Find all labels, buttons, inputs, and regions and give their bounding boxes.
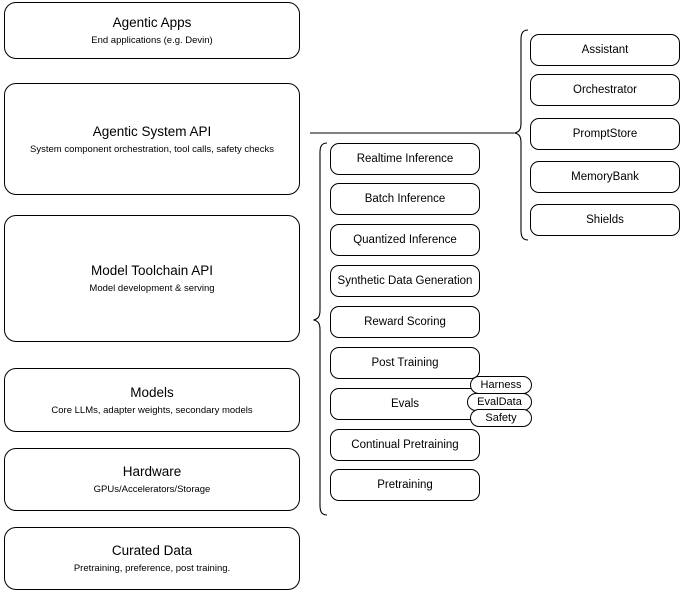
layer-title: Agentic Apps <box>112 15 192 30</box>
layer-agentic-system-api[interactable]: Agentic System API System component orch… <box>4 83 300 195</box>
capability-reward-scoring[interactable]: Reward Scoring <box>330 306 480 338</box>
layer-subtitle: Pretraining, preference, post training. <box>73 563 231 574</box>
system-components-brace <box>514 29 529 241</box>
system-component-memorybank[interactable]: MemoryBank <box>530 161 680 193</box>
layer-agentic-apps[interactable]: Agentic Apps End applications (e.g. Devi… <box>4 2 300 59</box>
capability-continual-pretraining[interactable]: Continual Pretraining <box>330 429 480 461</box>
layer-title: Curated Data <box>111 543 193 558</box>
layer-model-toolchain-api[interactable]: Model Toolchain API Model development & … <box>4 215 300 342</box>
capability-pretraining[interactable]: Pretraining <box>330 469 480 501</box>
capability-realtime-inference[interactable]: Realtime Inference <box>330 143 480 175</box>
capability-synthetic-data-generation[interactable]: Synthetic Data Generation <box>330 265 480 297</box>
layer-subtitle: System component orchestration, tool cal… <box>30 143 274 155</box>
capability-quantized-inference[interactable]: Quantized Inference <box>330 224 480 256</box>
system-component-promptstore[interactable]: PromptStore <box>530 118 680 150</box>
layer-title: Models <box>130 384 174 400</box>
system-component-orchestrator[interactable]: Orchestrator <box>530 74 680 106</box>
system-component-assistant[interactable]: Assistant <box>530 34 680 66</box>
layer-title: Hardware <box>122 464 182 479</box>
layer-subtitle: End applications (e.g. Devin) <box>91 35 213 46</box>
layer-hardware[interactable]: Hardware GPUs/Accelerators/Storage <box>4 448 300 511</box>
layer-subtitle: GPUs/Accelerators/Storage <box>93 484 211 495</box>
layer-title: Model Toolchain API <box>90 263 214 278</box>
capability-post-training[interactable]: Post Training <box>330 347 480 379</box>
capability-batch-inference[interactable]: Batch Inference <box>330 183 480 215</box>
layer-models[interactable]: Models Core LLMs, adapter weights, secon… <box>4 368 300 432</box>
system-component-shields[interactable]: Shields <box>530 204 680 236</box>
evals-tag-harness[interactable]: Harness <box>470 376 532 394</box>
evals-tag-safety[interactable]: Safety <box>470 409 532 427</box>
capability-evals[interactable]: Evals <box>330 388 480 420</box>
layer-title: Agentic System API <box>92 123 212 139</box>
layer-subtitle: Model development & serving <box>89 283 215 294</box>
layer-subtitle: Core LLMs, adapter weights, secondary mo… <box>51 404 253 416</box>
toolchain-capabilities-brace <box>313 142 328 516</box>
layer-curated-data[interactable]: Curated Data Pretraining, preference, po… <box>4 527 300 590</box>
